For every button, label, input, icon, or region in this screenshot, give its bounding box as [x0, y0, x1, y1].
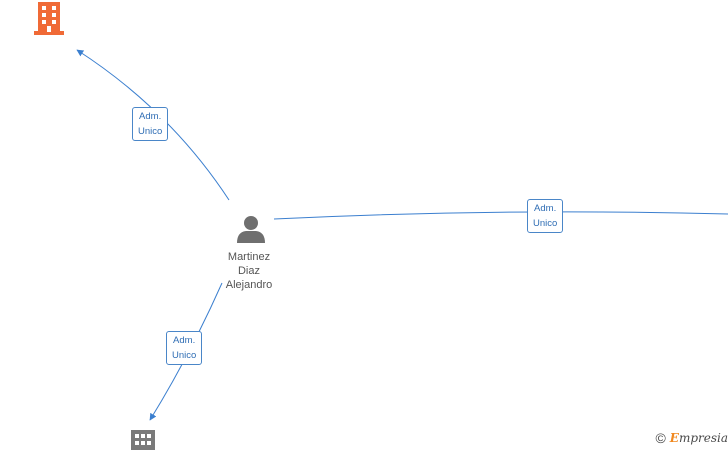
edge-label-bottom: Adm. Unico — [166, 331, 203, 365]
copyright-icon: © — [655, 430, 666, 446]
edge-right — [273, 211, 728, 220]
edge-label-right: Adm. Unico — [527, 199, 564, 233]
brand-name: Empresia — [669, 431, 728, 445]
edge-label-top: Adm. Unico — [132, 107, 169, 141]
building-icon[interactable] — [34, 2, 64, 35]
brand-watermark: © Empresia — [655, 430, 728, 446]
building-icon[interactable] — [131, 430, 155, 450]
person-icon[interactable] — [237, 216, 265, 243]
person-name[interactable]: Martinez Diaz Alejandro — [225, 251, 273, 291]
